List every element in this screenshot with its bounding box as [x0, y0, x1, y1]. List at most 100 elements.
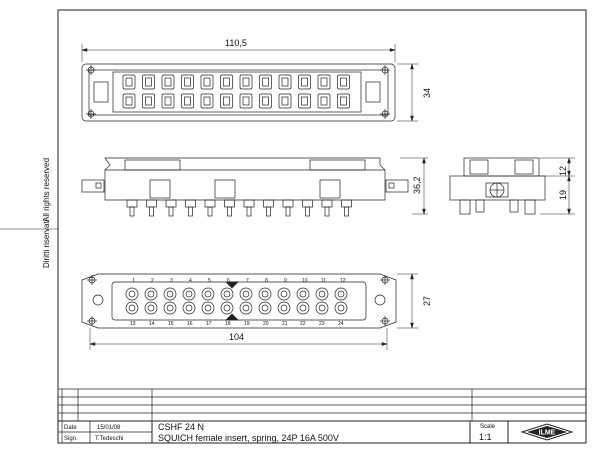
pin-label: 12 [340, 278, 346, 284]
contact-hole [334, 287, 348, 301]
dim-side-top: 12 [558, 166, 568, 176]
contact-pin-body [302, 199, 313, 208]
contact-hole-inner [147, 290, 155, 298]
contact-pin-body [243, 199, 255, 208]
spring-slot-inner [340, 77, 347, 87]
contact-hole-inner [299, 290, 307, 298]
scale-value: 1:1 [479, 432, 492, 442]
logo-text: ILME [539, 430, 556, 437]
spring-slot [317, 74, 331, 90]
spring-slot [239, 74, 253, 90]
pin-labels-top: 1 2 3 4 5 6 7 8 9 10 11 12 [132, 278, 346, 284]
contact-hole-inner [242, 290, 250, 298]
spring-slot-inner [184, 77, 191, 87]
contact-hole [334, 301, 348, 315]
spring-slot [142, 74, 155, 90]
pin-label: 9 [284, 278, 287, 284]
contact-pin-body [126, 199, 138, 208]
front-view-contact-pins [126, 199, 352, 217]
contact-hole-inner [204, 290, 212, 298]
contact-hole-inner [261, 304, 269, 312]
contact-hole [277, 301, 291, 315]
spring-slot-inner [164, 96, 172, 106]
contact-hole [163, 301, 177, 315]
spring-slot-inner [203, 96, 211, 106]
contact-hole-inner [185, 290, 193, 298]
contact-pin-tip [266, 206, 271, 217]
pin-label: 6 [227, 278, 230, 284]
dim-top-height: 34 [422, 88, 432, 98]
pin-label: 21 [282, 321, 288, 327]
contact-hole [144, 287, 158, 301]
spring-slot [142, 93, 155, 109]
spring-slot-inner [125, 96, 133, 106]
side-view-dimensions [540, 157, 575, 215]
contact-pin-tip [246, 206, 252, 217]
date-label: Date [64, 425, 77, 431]
spring-slot [220, 74, 233, 90]
contact-hole [296, 301, 310, 315]
pin-label: 4 [189, 278, 192, 284]
contact-pin-tip [129, 206, 135, 217]
contact-hole-inner [318, 304, 326, 312]
spring-slot-inner [262, 77, 269, 87]
contact-hole [125, 301, 139, 315]
dim-top-width: 110,5 [225, 38, 247, 48]
contact-hole [315, 301, 329, 315]
contact-pin-body [341, 199, 352, 208]
contact-pin-tip [149, 206, 154, 217]
spring-slot [200, 93, 214, 109]
spring-slot [317, 93, 331, 109]
pin-label: 17 [206, 321, 212, 327]
pin-label: 14 [149, 321, 155, 327]
spring-slot-inner [145, 77, 152, 87]
pin-label: 7 [246, 278, 249, 284]
spring-slot [278, 93, 292, 109]
contact-hole [182, 287, 196, 301]
spring-slot-inner [281, 77, 289, 87]
pin-labels-bottom: 13 14 15 16 17 18 19 20 21 22 23 24 [130, 321, 344, 327]
pin-label: 11 [321, 278, 326, 284]
spring-slot-inner [125, 77, 133, 87]
spring-slot [278, 74, 292, 90]
contact-pin-body [263, 199, 274, 208]
spring-slot [337, 74, 350, 90]
spring-slot [259, 93, 272, 109]
spring-slot [337, 93, 350, 109]
contact-hole [201, 301, 215, 315]
front-view-dimensions [400, 157, 428, 215]
top-view [81, 63, 396, 122]
spring-slot [259, 74, 272, 90]
contact-hole-inner [128, 304, 136, 312]
spring-slot [122, 74, 136, 90]
spring-slot-inner [301, 96, 308, 106]
contact-pin-tip [207, 206, 213, 217]
spring-slot-inner [340, 96, 347, 106]
sign-value: T.Tedeschi [95, 436, 123, 442]
pin-label: 22 [300, 321, 306, 327]
date-value: 15/01/08 [97, 425, 121, 431]
spring-slot-inner [281, 96, 289, 106]
spring-slot-inner [262, 96, 269, 106]
pin-label: 1 [132, 278, 135, 284]
contact-hole [201, 287, 215, 301]
spring-slot [239, 93, 253, 109]
contact-hole-inner [337, 290, 345, 298]
pin-label: 13 [130, 321, 136, 327]
contact-pin-body [204, 199, 216, 208]
sheet-frame [0, 9, 587, 444]
spring-slot [161, 93, 175, 109]
contact-pin-body [165, 199, 177, 208]
pin-label: 19 [244, 321, 250, 327]
spring-slot-inner [184, 96, 191, 106]
contact-hole-inner [128, 290, 136, 298]
spring-slot-inner [164, 77, 172, 87]
side-text-right: All rights reserved [42, 158, 51, 222]
contact-pin-body [282, 199, 294, 208]
contact-hole-inner [166, 290, 174, 298]
contact-hole-inner [242, 304, 250, 312]
top-view-dimensions [81, 44, 418, 122]
contact-pin-body [224, 199, 235, 208]
spring-slot-inner [242, 96, 250, 106]
